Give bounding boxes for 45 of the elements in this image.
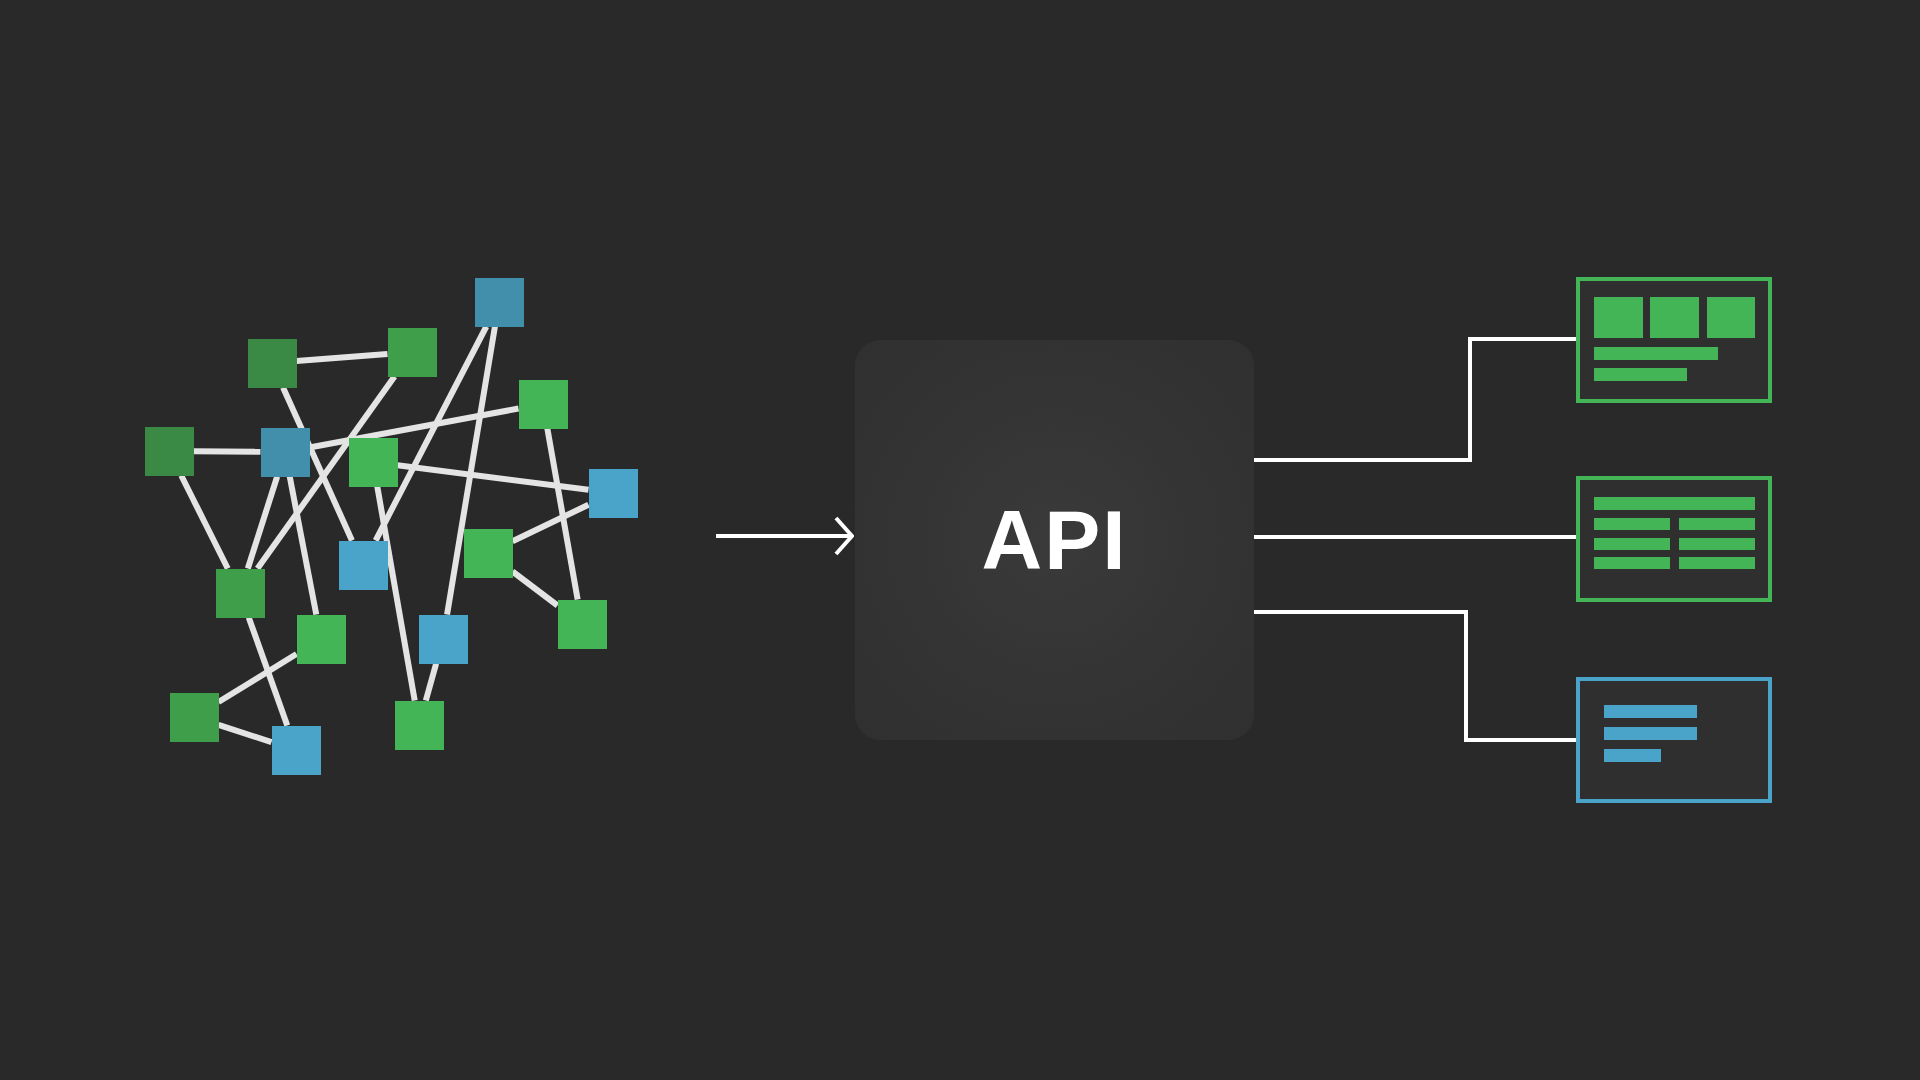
connector-line [255,374,397,571]
connector-line [397,462,589,493]
network-node [557,599,607,649]
connector-line [280,386,355,542]
api-box [855,340,1254,740]
connector-line [510,569,560,608]
connector-line [1254,337,1576,462]
connector-line [308,405,520,451]
connector-line [544,427,581,601]
connector-line [216,651,299,705]
connector-line [178,474,231,570]
connector-line [217,722,273,745]
network-node [394,700,444,750]
connector-line [1254,610,1576,742]
network-node [144,426,194,476]
network-node [260,427,310,477]
connector-line [244,475,281,570]
network-node [296,614,346,664]
connector-line [373,325,489,542]
network-node [474,277,524,327]
network-node [271,725,321,775]
network-node [518,379,568,429]
network-node [215,568,265,618]
network-node [348,437,398,487]
connector-line [245,616,291,727]
network-node [247,338,297,388]
connector-line [444,326,498,615]
output-card [1576,476,1772,602]
network-node [418,614,468,664]
connector-line [296,350,388,365]
connector-line [193,448,261,455]
connector-line [286,475,320,616]
connector-line [422,662,440,702]
output-card [1576,277,1772,403]
network-node [463,528,513,578]
network-node [338,540,388,590]
arrow [716,516,854,556]
output-card [1576,677,1772,803]
node-label: API [981,491,1128,589]
network-node [387,327,437,377]
connector-line [1254,535,1576,539]
network-node [169,692,219,742]
connector-line [374,486,418,701]
connector-line [511,502,590,544]
network-node [588,468,638,518]
